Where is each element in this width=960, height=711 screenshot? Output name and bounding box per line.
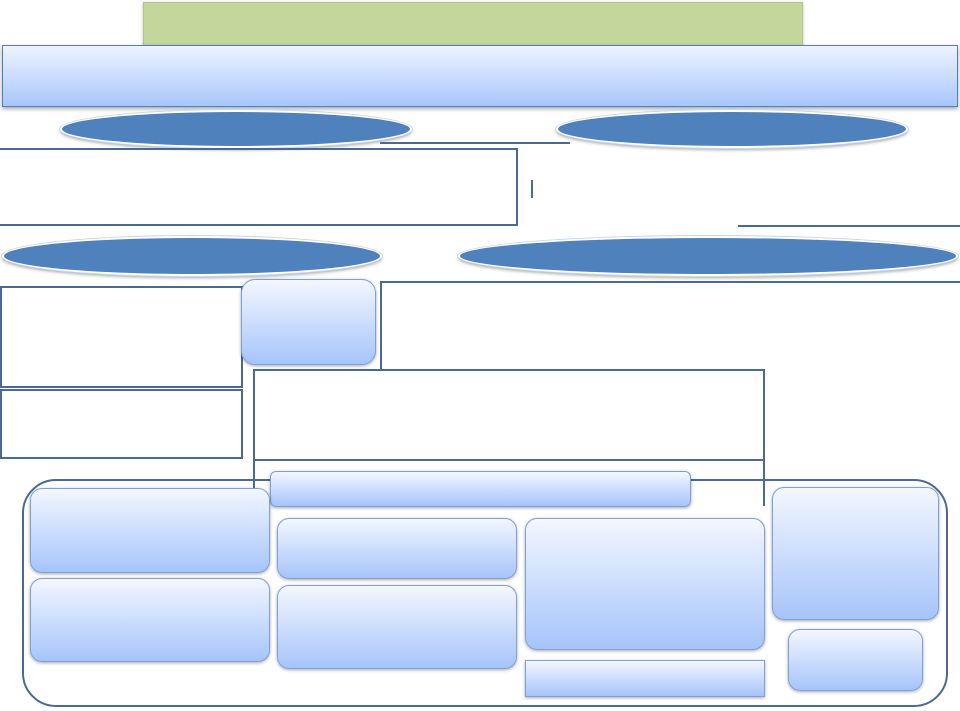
header-bar <box>2 45 958 107</box>
connector-line <box>516 148 518 226</box>
title-band <box>143 2 803 46</box>
connector-line <box>253 459 765 461</box>
diagram-box <box>525 518 765 650</box>
diagram-box <box>788 629 923 691</box>
connector-line <box>763 369 765 506</box>
connector-line <box>531 180 533 198</box>
connector-line <box>380 142 570 144</box>
connector-line <box>0 148 518 150</box>
diagram-box <box>241 279 376 365</box>
diagram-box <box>277 585 517 669</box>
outline-box <box>0 286 243 388</box>
diagram-box <box>525 660 765 697</box>
ellipse-mid-right <box>458 236 958 276</box>
diagram-box <box>30 578 270 662</box>
connector-line <box>380 281 382 370</box>
connector-line <box>253 369 765 371</box>
diagram-box <box>772 487 939 620</box>
connector-line <box>380 281 960 283</box>
connector-line <box>738 225 960 227</box>
ellipse-top-right <box>556 110 908 148</box>
diagram-box <box>30 488 270 573</box>
connector-line <box>0 224 518 226</box>
ellipse-top-left <box>60 110 412 148</box>
diagram-box <box>270 471 691 507</box>
ellipse-mid-left <box>2 236 382 276</box>
outline-box <box>0 389 243 459</box>
connector-line <box>253 369 255 506</box>
diagram-box <box>277 518 517 579</box>
